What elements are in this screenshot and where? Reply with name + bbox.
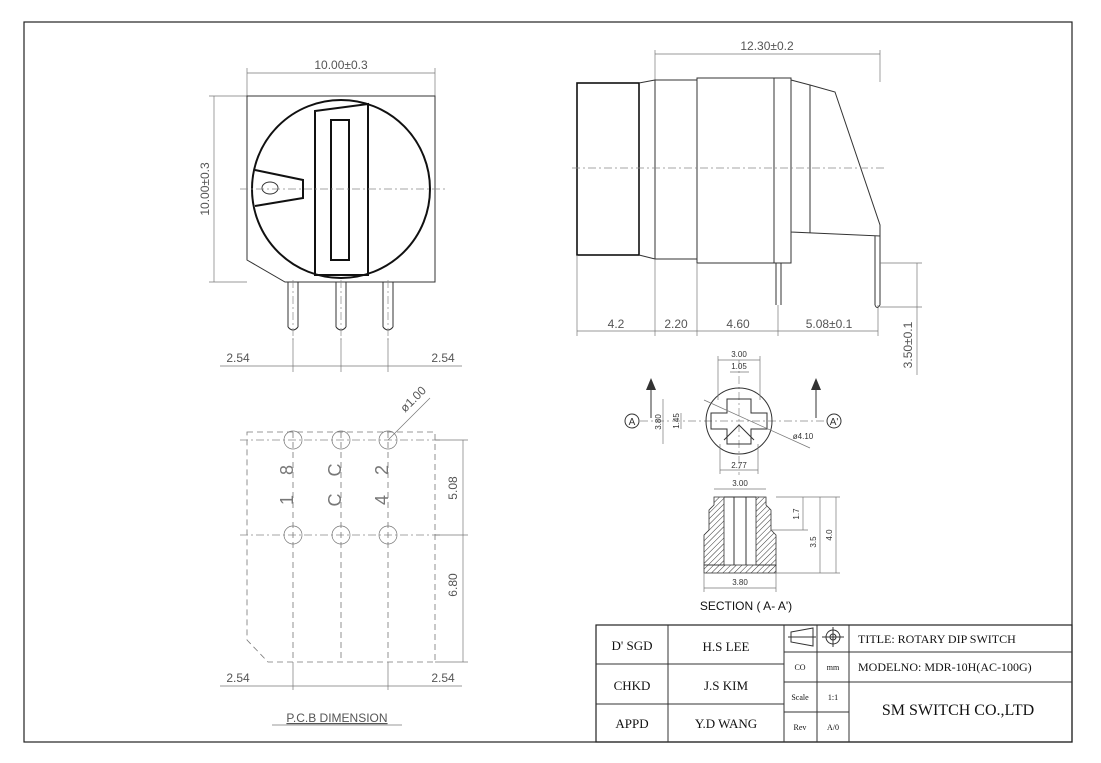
drawing-title: TITLE: ROTARY DIP SWITCH: [858, 632, 1016, 646]
pcb-dimension: 8 C 2 1 C 4 ø1.00 5.08 6.80 2.54 2.54 P.…: [220, 383, 468, 726]
pcb-upper-dim: 5.08: [446, 476, 460, 500]
side-view: 12.30±0.2 4.2 2.20 4.60 5.08±0.1 3.50±0.…: [572, 39, 922, 375]
company-name: SM SWITCH CO.,LTD: [882, 702, 1034, 719]
side-body: [696, 77, 775, 264]
unit-label: mm: [827, 663, 840, 672]
rotor-slot-knob: [314, 102, 369, 276]
section-top-view: A A' ø4.10 3.00 1.05 3.80 1.45 2.77: [624, 350, 842, 475]
scale-value: 1:1: [828, 693, 838, 702]
dsgd-name: H.S LEE: [703, 639, 750, 654]
section-cut-h2: 3.5: [809, 536, 818, 548]
pcb-label-8: 8: [277, 465, 297, 475]
dsgd-label: D' SGD: [612, 638, 653, 653]
title-block: D' SGD H.S LEE CHKD J.S KIM APPD Y.D WAN…: [595, 624, 1073, 743]
section-height-left: 3.80: [654, 414, 663, 430]
section-top-width: 3.00: [731, 350, 747, 359]
rev-label: Rev: [794, 723, 807, 732]
rotor-pointer: [254, 169, 304, 207]
pcb-label-4: 4: [372, 495, 392, 505]
pcb-holes: [283, 430, 398, 545]
pcb-label-2: 2: [372, 465, 392, 475]
section-cut-h3: 4.0: [825, 529, 834, 541]
section-marker-a-prime: A': [830, 417, 839, 428]
front-width-label: 10.00±0.3: [314, 58, 368, 72]
rotor-slot: [330, 119, 350, 261]
pcb-title: P.C.B DIMENSION: [286, 711, 387, 725]
appd-name: Y.D WANG: [695, 716, 757, 731]
co-label: CO: [794, 663, 805, 672]
pointer-dot: [261, 181, 279, 195]
pcb-label-c-bottom: C: [325, 494, 345, 507]
scale-label: Scale: [791, 693, 809, 702]
pcb-label-1: 1: [277, 495, 297, 505]
front-view: 10.00±0.3 10.00±0.3: [198, 58, 462, 372]
section-cut-h1: 1.7: [792, 508, 801, 520]
section-title: SECTION ( A- A'): [700, 599, 792, 613]
model-number: MODELNO: MDR-10H(AC-100G): [858, 660, 1032, 674]
appd-label: APPD: [615, 716, 648, 731]
front-pitch-left: 2.54: [226, 351, 250, 365]
side-seg2: 2.20: [664, 317, 688, 331]
front-height-label: 10.00±0.3: [198, 162, 212, 216]
section-cross: [710, 398, 768, 445]
side-seg3: 4.60: [726, 317, 750, 331]
side-seg1: 4.2: [608, 317, 625, 331]
section-cut-bottom: 3.80: [732, 578, 748, 587]
section-cut-view: 3.00 1.7 3.5 4.0 3.80 SECTION ( A- A'): [700, 479, 840, 613]
pcb-label-c-top: C: [325, 464, 345, 477]
hole-dia-label: ø1.00: [397, 383, 429, 415]
chkd-label: CHKD: [614, 678, 651, 693]
section-diameter: ø4.10: [793, 432, 814, 441]
chkd-name: J.S KIM: [704, 678, 749, 693]
section-circle: [705, 387, 773, 455]
side-housing: [790, 79, 881, 237]
front-pins: [287, 280, 394, 340]
pin-height-label: 3.50±0.1: [901, 321, 915, 368]
pcb-outline: [246, 431, 436, 663]
rev-value: A/0: [827, 723, 839, 732]
front-body: [246, 95, 436, 283]
side-knob: [576, 82, 640, 256]
section-bottom-width: 2.77: [731, 461, 747, 470]
pcb-pitch-left: 2.54: [226, 671, 250, 685]
section-cut-top: 3.00: [732, 479, 748, 488]
side-seg4: 5.08±0.1: [806, 317, 853, 331]
section-marker-a: A: [629, 417, 636, 428]
projection-symbol-icon: [788, 627, 844, 647]
front-pitch-right: 2.54: [431, 351, 455, 365]
side-length-label: 12.30±0.2: [740, 39, 794, 53]
drawing-border: [23, 21, 1073, 743]
pcb-pitch-right: 2.54: [431, 671, 455, 685]
section-slot-width: 1.05: [731, 362, 747, 371]
pcb-lower-dim: 6.80: [446, 573, 460, 597]
section-height-inner: 1.45: [672, 413, 681, 429]
